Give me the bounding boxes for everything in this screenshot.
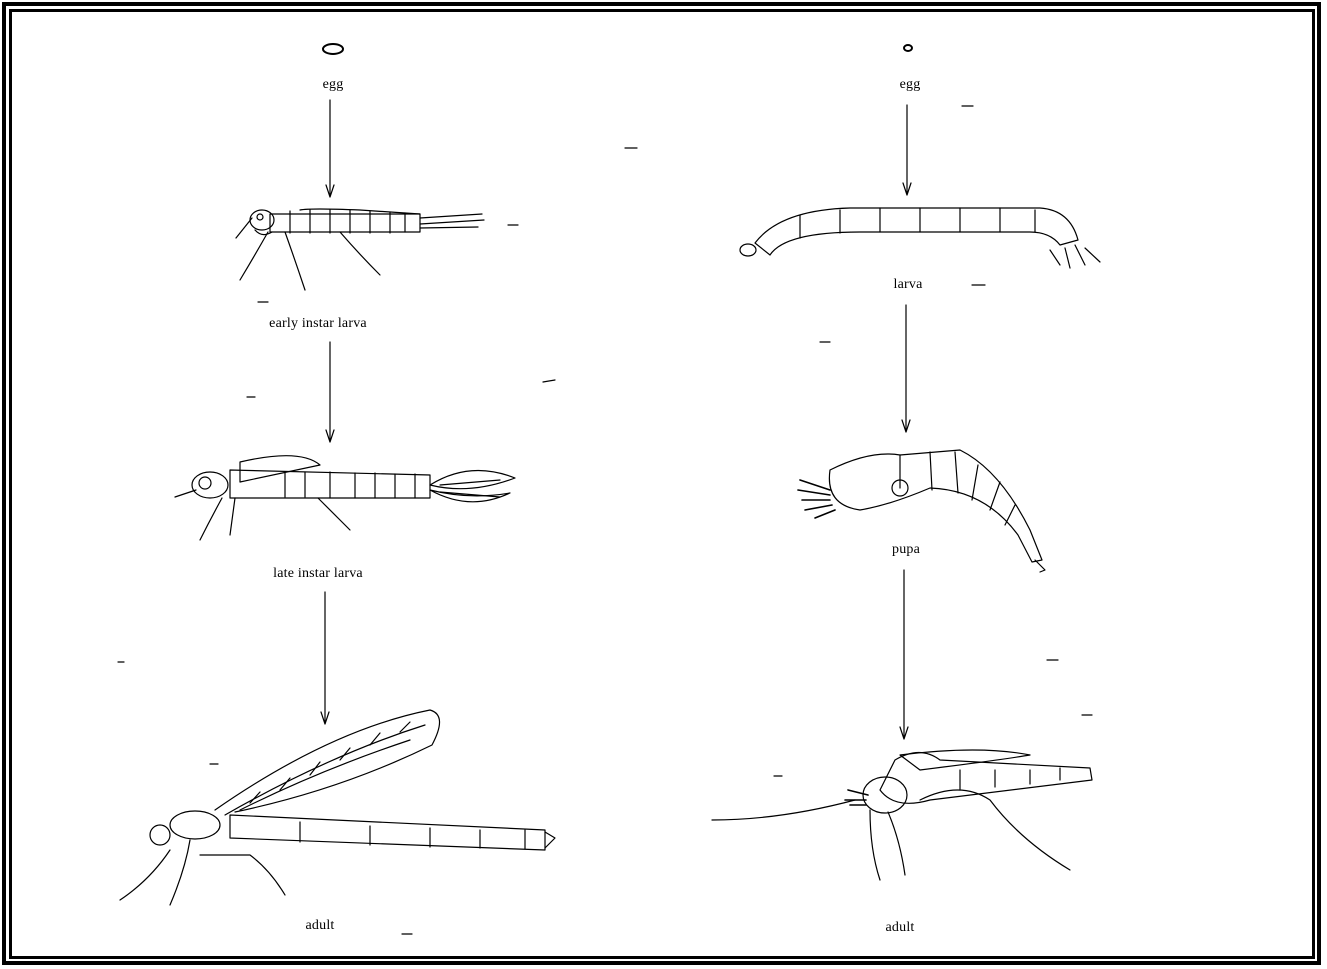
left-stage-label-egg: egg <box>323 77 344 93</box>
right-pupa <box>798 450 1045 572</box>
right-larva <box>740 208 1100 268</box>
left-arrow-1 <box>326 100 334 197</box>
right-adult <box>712 750 1092 880</box>
left-stage-label-adult: adult <box>306 918 335 934</box>
right-stage-label-pupa: pupa <box>892 542 920 558</box>
right-stage-label-adult: adult <box>886 920 915 936</box>
left-adult <box>120 710 555 905</box>
left-arrow-3 <box>321 592 329 724</box>
left-early-larva <box>236 209 484 290</box>
left-late-larva <box>175 456 515 540</box>
right-arrow-1 <box>903 105 911 195</box>
right-arrow-3 <box>900 570 908 739</box>
right-stage-label-egg: egg <box>900 77 921 93</box>
left-stage-label-early-larva: early instar larva <box>269 316 367 332</box>
right-egg <box>904 45 912 51</box>
right-stage-label-larva: larva <box>894 277 923 293</box>
left-arrow-2 <box>326 342 334 442</box>
left-stage-label-late-larva: late instar larva <box>273 566 363 582</box>
right-arrow-2 <box>902 305 910 432</box>
left-egg <box>323 44 343 54</box>
